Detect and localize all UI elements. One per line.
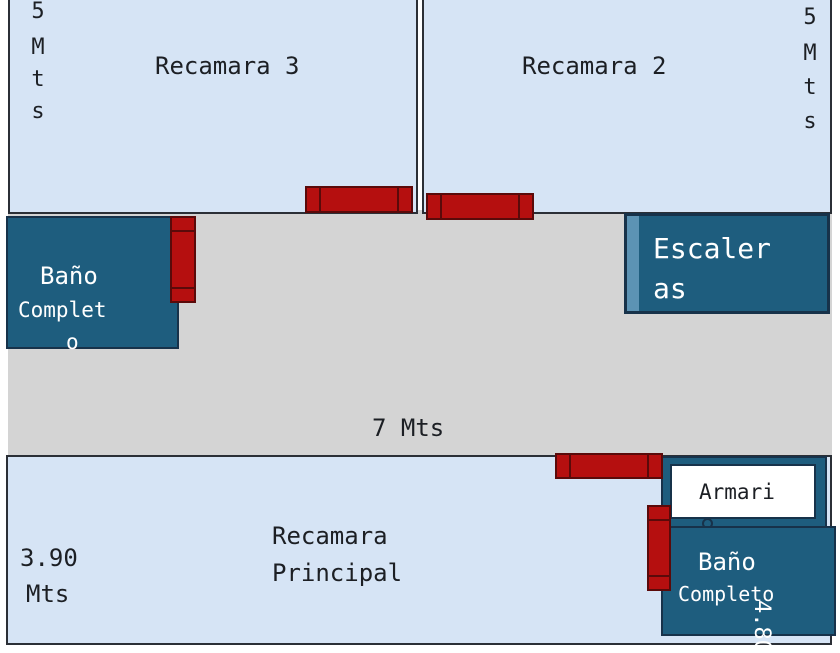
- closet-inner: [670, 464, 816, 519]
- door-bathroom-right[interactable]: [647, 505, 671, 591]
- stairs: [624, 213, 830, 314]
- stairs-edge: [627, 216, 639, 311]
- label-hall-width: 7 Mts: [372, 414, 445, 442]
- label-bano-left-2: Complet: [18, 298, 107, 322]
- label-recamara-principal-1: Recamara: [272, 522, 388, 550]
- bathroom-left: [6, 216, 179, 349]
- label-bano-left-1: Baño: [40, 262, 98, 290]
- door-recamara-2[interactable]: [426, 193, 534, 220]
- label-bano-right-2: Completo: [678, 582, 775, 606]
- label-recamara-2: Recamara 2: [522, 52, 667, 80]
- dimension-left-top: 5 M t s: [31, 0, 45, 124]
- label-recamara-3: Recamara 3: [155, 52, 300, 80]
- label-armario: Armari: [699, 480, 775, 504]
- door-bathroom-left[interactable]: [170, 216, 196, 303]
- label-escaleras-1: Escaler: [653, 232, 772, 265]
- label-escaleras-2: as: [653, 272, 687, 305]
- room-recamara-3: [8, 0, 418, 214]
- room-recamara-2: [422, 0, 832, 214]
- door-recamara-principal[interactable]: [555, 453, 663, 479]
- label-principal-dim-2: Mts: [26, 580, 70, 608]
- label-recamara-principal-2: Principal: [272, 559, 403, 587]
- label-principal-dim-right: 4.80: [749, 600, 774, 653]
- door-recamara-3[interactable]: [305, 186, 413, 213]
- dimension-right-top: 5 M t s: [803, 5, 817, 134]
- label-principal-dim-1: 3.90: [20, 544, 78, 572]
- label-bano-right-1: Baño: [698, 548, 756, 576]
- label-bano-left-3: o: [66, 330, 79, 354]
